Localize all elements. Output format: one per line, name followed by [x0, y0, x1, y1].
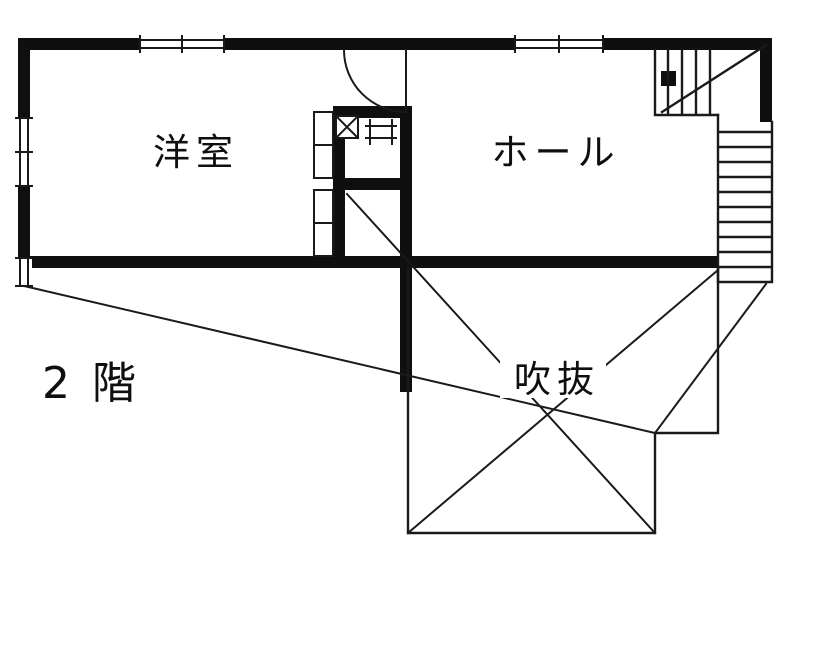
slope-annotation-line: [653, 282, 768, 435]
window-left-lower-gap: [16, 258, 32, 286]
closet-shelf-wall: [345, 178, 400, 190]
slope-annotation-line: [22, 284, 657, 435]
door-group: [342, 48, 408, 114]
stair-upper-run-treads: [653, 48, 720, 117]
closet-group: [313, 111, 397, 257]
hall-partition-wall: [400, 106, 412, 268]
window-left-lower-icon: [15, 257, 33, 287]
right-wall: [760, 38, 772, 122]
room-left-label: 洋室: [153, 131, 239, 174]
walls-group: [18, 38, 772, 392]
shaft-box-cross-icon: [334, 114, 360, 140]
stair-lower-run-treads: [716, 113, 774, 284]
bottom-wall: [18, 256, 718, 268]
closet-door-panel: [313, 189, 334, 224]
void-outline: [406, 266, 720, 535]
window-left-upper-icon: [15, 117, 33, 187]
void-label: 吹抜: [514, 358, 600, 401]
staircase-group: [653, 43, 774, 284]
closet-door-panel: [313, 111, 334, 146]
closet-fixture-icon: [365, 119, 397, 145]
closet-left-wall: [333, 106, 345, 268]
void-diagonal-line: [406, 268, 720, 535]
closet-door-panel: [313, 222, 334, 257]
labels-group: 洋室 ホール 吹抜 2 階: [42, 131, 621, 409]
floor-indicator-label: 2 階: [42, 358, 140, 409]
door-swing-arc: [342, 48, 408, 114]
window-top-left-icon: [139, 35, 225, 53]
stair-winder-diagonal: [660, 43, 768, 114]
void-label-halo: [500, 352, 606, 398]
void-outline-group: [406, 266, 720, 535]
window-top-right-icon: [514, 35, 604, 53]
closet-door-panel: [313, 144, 334, 179]
hall-label: ホール: [492, 131, 621, 174]
top-wall: [18, 38, 772, 50]
window-lines-group: [15, 35, 604, 287]
